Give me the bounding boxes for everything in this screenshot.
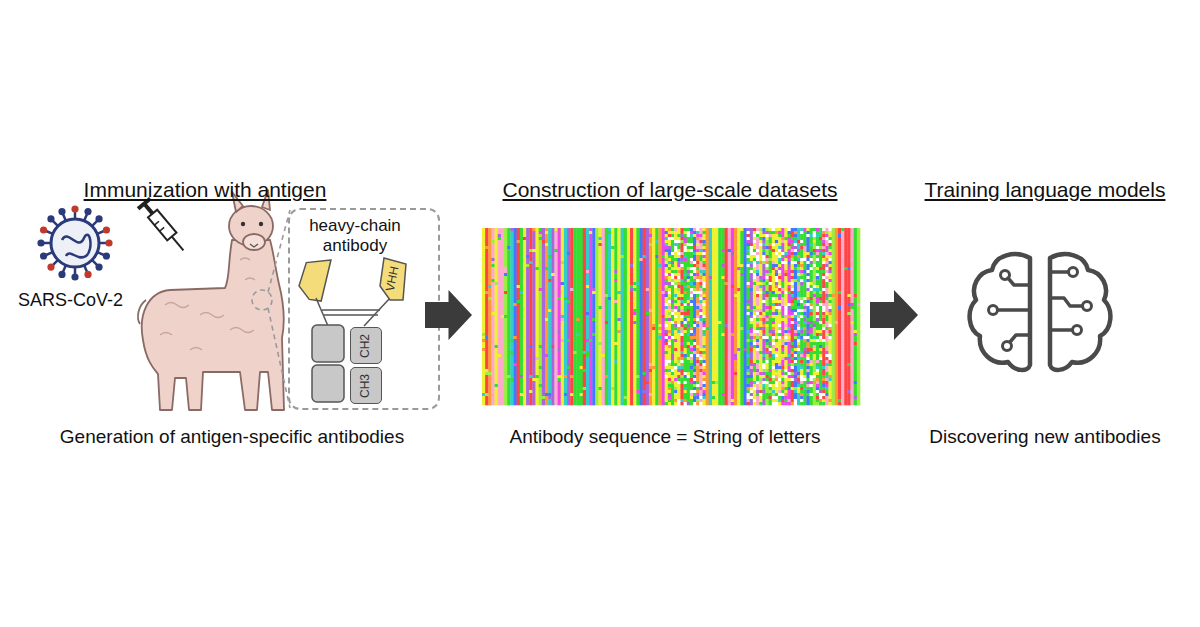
diagram-stage: Immunization with antigenGeneration of a… — [0, 0, 1200, 627]
